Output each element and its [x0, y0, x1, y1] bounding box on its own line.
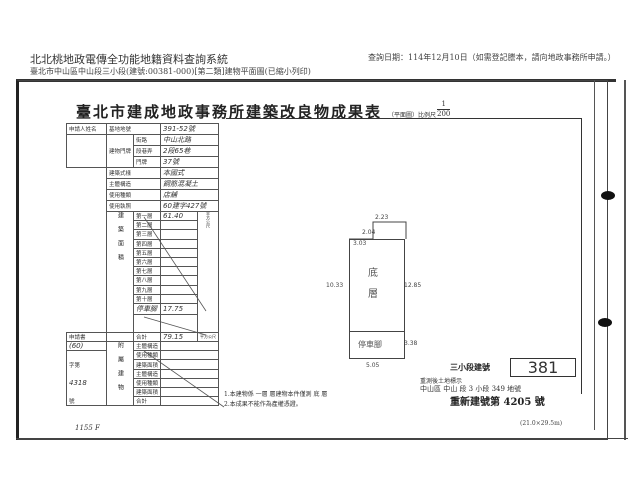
right-margin-line [594, 80, 595, 430]
handwritten-note: 1155 F [75, 424, 100, 432]
floor-label: 停車腳 [133, 302, 162, 315]
floor-label: 第十層 [133, 293, 162, 304]
system-title: 北北桃地政電傳全功能地籍資料查詢系統 [30, 53, 228, 66]
size-note: (21.0×29.5m) [520, 420, 563, 427]
applicant-suffix: 號 [66, 396, 107, 407]
floor-value [160, 220, 199, 231]
field-label: 段巷弄 [133, 145, 162, 157]
punch-hole-icon [598, 318, 612, 327]
field-label: 使用種類 [105, 189, 162, 201]
remark-line-2: 中山區 中山 段 3 小段 349 地號 [420, 385, 522, 393]
main-room-label: 底 層 [368, 264, 378, 300]
notes: 1.本建物係 一層 層建物本件僅測 底 層 2.本成果不能作為產權憑證。 [224, 390, 327, 410]
scale-numerator: 1 [437, 100, 451, 110]
field-label: 街路 [133, 134, 162, 146]
dim-top: 2.23 [375, 214, 389, 221]
annex-group-label: 附屬建物 [105, 341, 135, 407]
punch-hole-icon [601, 191, 615, 200]
field-label: 使用執照 [105, 200, 162, 212]
query-date-info: 查詢日期：114年12月10日（如需登記謄本，請向地政事務所申請。） [368, 53, 616, 62]
floor-value [160, 229, 199, 240]
note-line: 2.本成果不能作為產權憑證。 [224, 401, 302, 408]
scale-denominator: 200 [437, 110, 451, 118]
building-no-label: 三小段建號 [450, 362, 490, 372]
remark-line-1: 重測後土地標示 [420, 378, 463, 385]
field-value: 2段65巷 [160, 145, 220, 157]
applicant-label: 申請人姓名 [66, 123, 107, 135]
annex-label: 合計 [133, 396, 162, 407]
applicant-word: 字第 [66, 359, 107, 370]
field-value: 中山北路 [160, 134, 220, 146]
sub-room-label: 停車腳 [358, 340, 382, 349]
building-no-value: 381 [510, 358, 576, 377]
field-value: 391-52號 [160, 123, 220, 135]
floor-value [160, 238, 199, 249]
dim-step-h: 3.03 [353, 240, 367, 247]
remark-line-3: 重新建號第 4205 號 [450, 397, 545, 408]
door-group-label: 建物門牌 [105, 134, 135, 168]
floorplan-step-outline [349, 221, 407, 240]
floor-label: 第三層 [133, 229, 162, 240]
bottom-line [16, 438, 628, 439]
field-value: 60建字427號 [160, 200, 220, 212]
field-value: 鋼筋混凝土 [160, 178, 220, 190]
floor-value [160, 293, 199, 304]
dim-sub-right: 3.38 [404, 340, 418, 347]
main-room-label-1: 底 [368, 268, 378, 279]
dim-left: 10.33 [326, 282, 344, 289]
field-value: 店舖 [160, 189, 220, 201]
note-line: 1.本建物係 一層 層建物本件僅測 底 層 [224, 391, 328, 398]
floor-label: 第四層 [133, 238, 162, 249]
field-label: 主體構造 [105, 178, 162, 190]
floorplan-sub-room [349, 331, 405, 359]
building-info-table: 申請人姓名 基地地號 391-52號 建物門牌 街路 中山北路 段巷弄 2段65… [66, 123, 220, 407]
document-title: 臺北市建成地政事務所建築改良物成果表 [76, 103, 383, 121]
document-frame [16, 80, 608, 440]
document-subtitle: 臺北市中山區中山段三小段(建號:00381-000)[第二類]建物平面圖(已縮小… [30, 67, 311, 76]
strike-diagonal-icon [143, 216, 225, 408]
right-border [624, 80, 626, 440]
annex-value [160, 396, 220, 407]
field-value: 37號 [160, 156, 220, 168]
plan-area [226, 118, 582, 394]
applicant-block-label: 申請書 [66, 331, 107, 343]
applicant-number: 4318 [66, 378, 107, 388]
scale-label: （平面圖）比例尺 [388, 112, 437, 119]
applicant-year: (60) [66, 341, 107, 352]
main-room-label-2: 層 [368, 289, 378, 300]
field-value: 本國式 [160, 167, 220, 179]
dim-step-v: 2.04 [362, 229, 376, 236]
field-label: 建築式樣 [105, 167, 162, 179]
dim-right: 12.85 [404, 282, 422, 289]
scale-fraction: 1 200 [437, 100, 451, 119]
field-label: 基地地號 [105, 123, 162, 135]
dim-bottom: 5.05 [366, 362, 380, 369]
field-label: 門牌 [133, 156, 162, 168]
floors-group-label: 建築面積 [105, 211, 135, 333]
